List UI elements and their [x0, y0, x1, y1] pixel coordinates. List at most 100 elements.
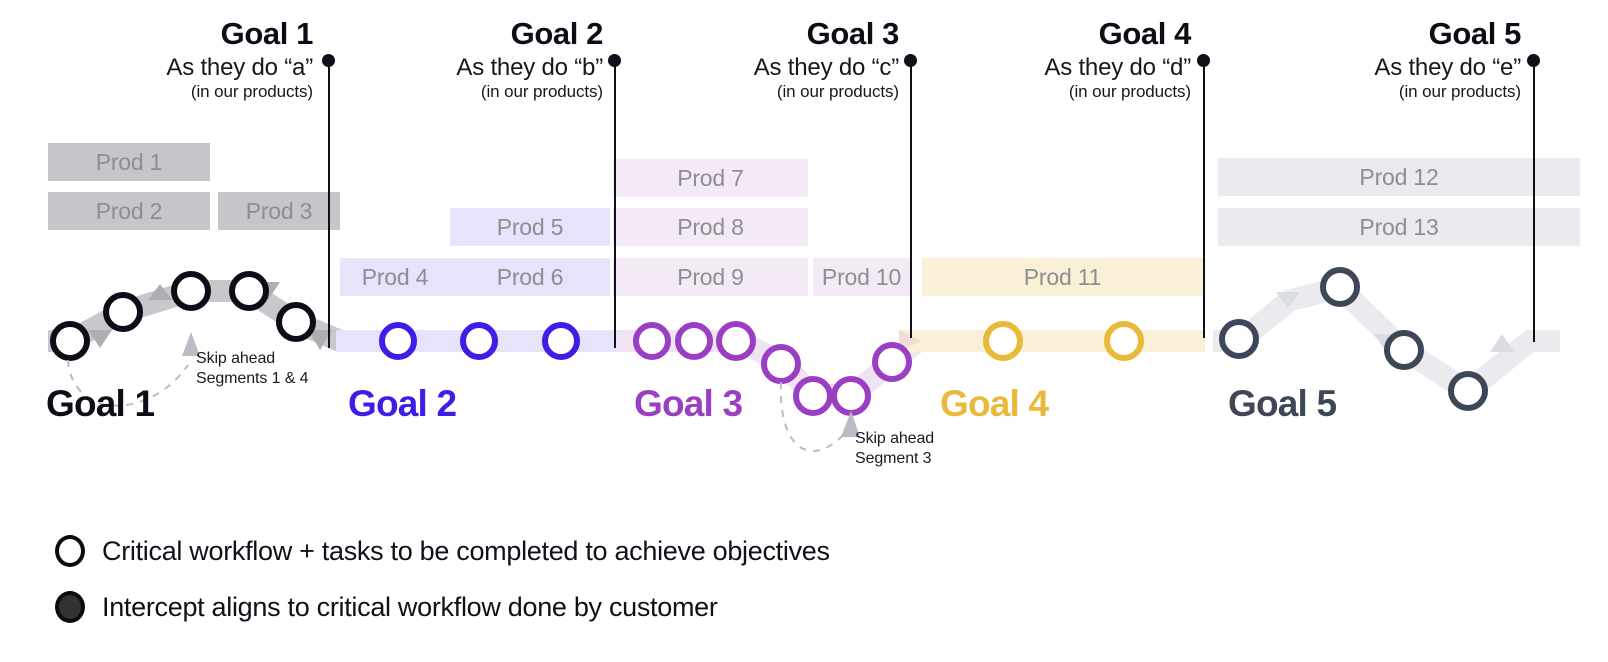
goal-label-5: Goal 5: [1228, 383, 1337, 424]
goal-header-note: (in our products): [776, 82, 899, 102]
skip-ahead-annotation-2: Skip ahead Segment 3: [855, 429, 934, 469]
product-bar-label: Prod 13: [1359, 214, 1439, 240]
goal-label-2: Goal 2: [348, 383, 457, 424]
goal5-nodes: [1219, 267, 1488, 411]
workflow-node: [1384, 330, 1424, 370]
goal-header-4: Goal 4 As they do “d” (in our products): [878, 16, 1192, 102]
workflow-node: [1320, 267, 1360, 307]
product-bar-prod-9[interactable]: Prod 9: [613, 258, 808, 296]
product-bar-prod-5[interactable]: Prod 5: [450, 208, 610, 246]
workflow-node: [379, 322, 417, 360]
leader-line-2: [614, 60, 616, 348]
workflow-node: [675, 322, 713, 360]
chevron-icon: [1276, 292, 1300, 308]
product-bar-label: Prod 2: [95, 198, 163, 224]
goal-header-title: Goal 4: [1098, 16, 1192, 51]
product-bar-label: Prod 5: [496, 214, 564, 240]
product-bar-prod-6[interactable]: Prod 6: [450, 258, 610, 296]
chevron-icon: [148, 284, 172, 300]
goal-header-subtitle: As they do “d”: [1044, 53, 1191, 81]
product-bar-label: Prod 11: [1023, 264, 1102, 290]
leader-line-3: [910, 60, 912, 338]
leader-line-1: [328, 60, 330, 348]
product-bar-prod-12[interactable]: Prod 12: [1218, 158, 1580, 196]
leader-line-4: [1203, 60, 1205, 338]
skip-ahead-line-1: Skip ahead: [855, 430, 935, 447]
product-bar-prod-11[interactable]: Prod 11: [922, 258, 1203, 296]
skip-ahead-line-2: Segments 1 & 4: [196, 370, 309, 387]
workflow-node: [761, 344, 801, 384]
goal-label-3: Goal 3: [634, 383, 743, 424]
goal-header-subtitle: As they do “e”: [1374, 53, 1521, 81]
legend-row-intercept: Intercept aligns to critical workflow do…: [55, 591, 718, 623]
product-bar-prod-7[interactable]: Prod 7: [613, 159, 808, 197]
workflow-node: [542, 322, 580, 360]
goal-header-subtitle: As they do “c”: [753, 53, 899, 81]
product-bar-prod-1[interactable]: Prod 1: [48, 143, 210, 181]
goal-header-title: Goal 3: [806, 16, 900, 51]
workflow-node: [50, 321, 90, 361]
workflow-node: [633, 322, 671, 360]
goal-header-note: (in our products): [480, 82, 603, 102]
chevron-icon: [1490, 334, 1514, 352]
workflow-node: [276, 302, 316, 342]
product-bar-label: Prod 4: [361, 264, 429, 290]
product-bar-label: Prod 3: [245, 198, 313, 224]
filled-circle-icon: [55, 591, 85, 623]
workflow-node: [229, 271, 269, 311]
chevron-icon: [308, 330, 332, 350]
goal-header-note: (in our products): [190, 82, 313, 102]
goal-header-subtitle: As they do “b”: [456, 53, 603, 81]
product-bar-prod-10[interactable]: Prod 10: [813, 258, 910, 296]
workflow-node: [103, 292, 143, 332]
product-bar-prod-13[interactable]: Prod 13: [1218, 208, 1580, 246]
workflow-node: [983, 321, 1023, 361]
goal1-nodes: [50, 271, 316, 361]
goal-label-4: Goal 4: [940, 383, 1049, 424]
goal-header-title: Goal 2: [510, 16, 604, 51]
product-bar-label: Prod 10: [821, 264, 902, 290]
workflow-node: [171, 271, 211, 311]
goal-header-3: Goal 3 As they do “c” (in our products): [586, 16, 900, 102]
product-bar-prod-2[interactable]: Prod 2: [48, 192, 210, 230]
product-bar-label: Prod 6: [496, 264, 564, 290]
workflow-node: [1448, 371, 1488, 411]
open-circle-icon: [55, 535, 85, 567]
goal-header-5: Goal 5 As they do “e” (in our products): [1208, 16, 1522, 102]
goal4-nodes: [983, 321, 1144, 361]
workflow-node: [1104, 321, 1144, 361]
skip-ahead-line-2: Segment 3: [855, 450, 932, 467]
legend-row-critical-workflow: Critical workflow + tasks to be complete…: [55, 535, 830, 567]
workflow-node: [872, 342, 912, 382]
skip-ahead-arrow-2: [779, 381, 860, 452]
goal-header-note: (in our products): [1398, 82, 1521, 102]
workflow-node: [460, 322, 498, 360]
goal-header-note: (in our products): [1068, 82, 1191, 102]
product-bar-prod-3[interactable]: Prod 3: [218, 192, 340, 230]
skip-ahead-line-1: Skip ahead: [196, 350, 276, 367]
goal5-track: [1213, 275, 1560, 405]
goal4-track: [899, 330, 1205, 352]
goal-header-subtitle: As they do “a”: [166, 53, 313, 81]
product-bar-prod-8[interactable]: Prod 8: [613, 208, 808, 246]
leader-line-5: [1533, 60, 1535, 342]
skip-ahead-arrow-1: [67, 332, 200, 407]
workflow-node: [831, 376, 871, 416]
arrowhead-icon: [841, 411, 860, 437]
goal-header-title: Goal 1: [220, 16, 314, 51]
product-bar-prod-4[interactable]: Prod 4: [340, 258, 450, 296]
product-bar-label: Prod 1: [95, 149, 163, 175]
goal-header-title: Goal 5: [1428, 16, 1522, 51]
goal-label-1: Goal 1: [46, 383, 155, 424]
product-bar-label: Prod 12: [1359, 164, 1439, 190]
chevron-icon: [88, 330, 112, 348]
product-bar-label: Prod 9: [677, 264, 744, 290]
workflow-node: [793, 376, 833, 416]
legend-label: Intercept aligns to critical workflow do…: [102, 591, 718, 622]
goal-header-2: Goal 2 As they do “b” (in our products): [290, 16, 604, 102]
goal2-nodes: [379, 322, 580, 360]
workflow-node: [1219, 319, 1259, 359]
product-bar-label: Prod 8: [677, 214, 744, 240]
product-bar-label: Prod 7: [677, 165, 744, 191]
